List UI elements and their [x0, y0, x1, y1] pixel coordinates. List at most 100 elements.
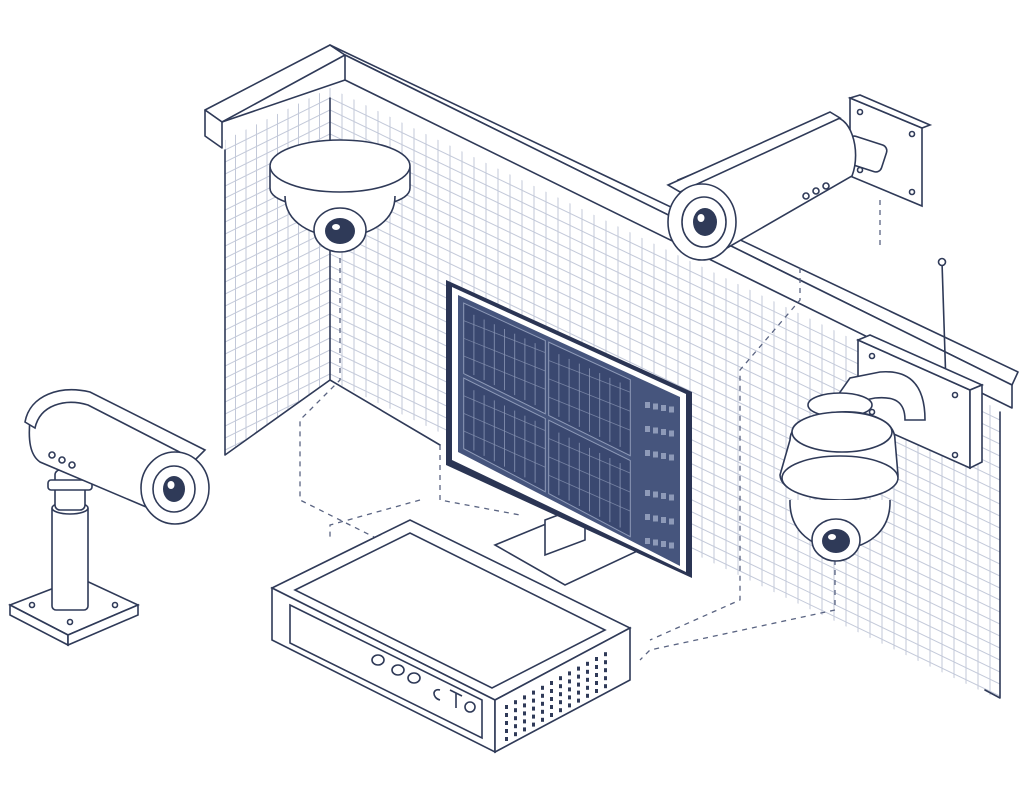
bullet-camera-icon — [8, 389, 210, 647]
vent-hole — [550, 689, 553, 693]
vent-hole — [505, 721, 508, 725]
vent-hole — [595, 689, 598, 693]
feed-sidebar-row — [645, 402, 674, 413]
vent-hole — [541, 709, 544, 714]
vent-hole — [541, 685, 544, 690]
recorder-front-inset — [289, 603, 483, 740]
right-wall-end — [984, 411, 1001, 699]
recorder-side-vents — [505, 652, 607, 741]
vent-hole — [559, 692, 562, 697]
ptz-housing-top — [791, 411, 893, 453]
vent-hole — [505, 737, 508, 741]
vent-hole — [586, 677, 589, 682]
vent-hole — [514, 716, 517, 721]
bullet-wall-lens — [693, 208, 717, 236]
camera-feed-tile — [548, 341, 631, 457]
cable-bullet-wall-down — [649, 268, 801, 641]
camera-feed-tile — [463, 377, 546, 493]
feed-sidebar-row — [645, 426, 674, 437]
vent-hole — [523, 695, 526, 700]
vent-hole — [523, 703, 526, 708]
vent-hole — [541, 717, 544, 722]
post-bullet-lens — [163, 476, 185, 502]
vent-hole — [523, 727, 526, 732]
nvr-recorder-icon — [270, 519, 632, 754]
vent-hole — [505, 713, 508, 717]
post-mount-pole — [51, 504, 89, 611]
vent-hole — [586, 669, 589, 674]
vent-hole — [514, 700, 517, 705]
vent-hole — [604, 660, 607, 665]
vent-hole — [550, 713, 553, 717]
bullet-wall-hood — [666, 111, 842, 193]
vent-hole — [532, 722, 535, 727]
dome-camera-top — [269, 139, 411, 193]
vent-hole — [604, 676, 607, 681]
vent-hole — [568, 695, 571, 700]
camera-feed-tile — [548, 419, 631, 538]
cable-floor-to-recorder — [329, 499, 421, 540]
recorder-front-controls — [371, 654, 476, 713]
vent-hole — [550, 697, 553, 701]
vent-hole — [595, 657, 598, 661]
vent-hole — [604, 652, 607, 657]
vent-hole — [577, 698, 580, 703]
ptz-lens — [822, 529, 850, 553]
monitor-feed-sidebar — [645, 402, 674, 549]
vent-hole — [532, 706, 535, 711]
vent-hole — [586, 685, 589, 690]
vent-hole — [550, 681, 553, 685]
camera-feed-tile — [463, 302, 546, 415]
vent-hole — [514, 732, 517, 737]
vent-hole — [559, 700, 562, 705]
dome-camera-lens — [325, 218, 355, 244]
dashed-cable-runs — [299, 200, 881, 661]
vent-hole — [568, 671, 571, 676]
vent-hole — [541, 701, 544, 706]
cable-monitor-to-recorder — [439, 445, 521, 516]
vent-hole — [559, 676, 562, 681]
wall-cap-left-front — [204, 109, 223, 149]
cable-dome-to-floor — [299, 258, 421, 561]
monitor-camera-feeds — [463, 302, 631, 538]
vent-hole — [505, 705, 508, 709]
vent-hole — [568, 679, 571, 684]
bullet-camera-icon — [666, 94, 933, 261]
vent-hole — [541, 693, 544, 698]
vent-hole — [514, 724, 517, 729]
vent-hole — [559, 684, 562, 689]
vent-hole — [523, 719, 526, 724]
vent-hole — [532, 714, 535, 719]
vent-hole — [505, 729, 508, 733]
vent-hole — [550, 705, 553, 709]
feed-sidebar-row — [645, 490, 674, 501]
antenna-icon — [941, 261, 947, 386]
feed-sidebar-row — [645, 538, 674, 549]
bullet-wall-status-leds — [802, 182, 830, 200]
vent-hole — [568, 687, 571, 692]
wall-cap-inner-line — [221, 79, 346, 123]
vent-hole — [532, 698, 535, 703]
recorder-top-inset — [293, 532, 607, 689]
ptz-housing-band — [781, 455, 899, 501]
feed-sidebar-row — [645, 514, 674, 525]
post-bullet-status-leds — [48, 451, 76, 469]
vent-hole — [532, 690, 535, 695]
monitor-icon — [446, 280, 692, 586]
back-wall-floor-edge — [329, 379, 441, 446]
post-bullet-hood — [24, 389, 207, 461]
cable-ptz-to-recorder — [639, 560, 836, 661]
vent-hole — [604, 684, 607, 689]
vent-hole — [568, 703, 571, 708]
wall-cap-left — [204, 44, 346, 123]
ptz-arm — [837, 370, 926, 421]
vent-hole — [514, 708, 517, 713]
vent-hole — [577, 674, 580, 679]
ptz-camera-icon — [779, 257, 985, 562]
dome-camera-lens-glint — [332, 224, 340, 230]
vent-hole — [595, 673, 598, 677]
feed-sidebar-row — [645, 450, 674, 461]
left-wall-edge — [224, 149, 331, 456]
